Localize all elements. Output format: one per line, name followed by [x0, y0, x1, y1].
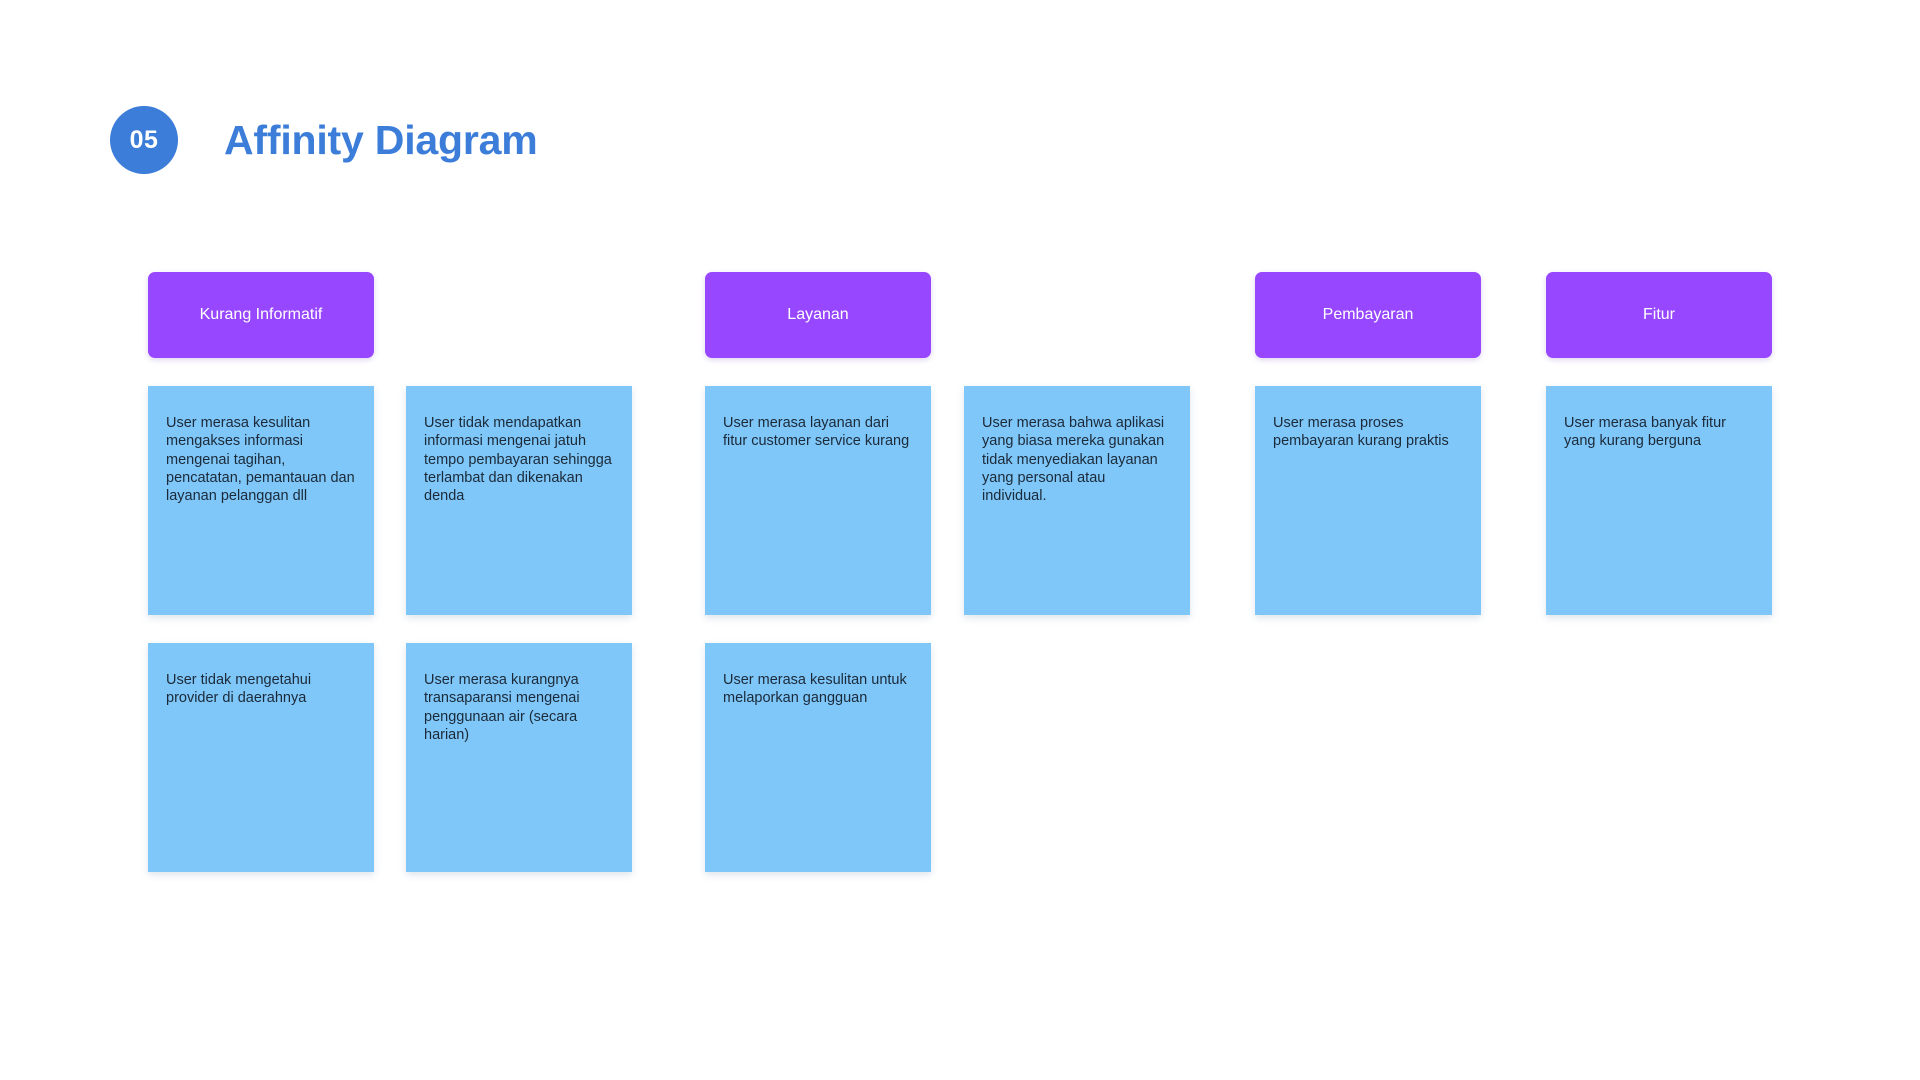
category-header-layanan[interactable]: Layanan [705, 272, 931, 358]
category-header-fitur[interactable]: Fitur [1546, 272, 1772, 358]
sticky-note-text: User tidak mengetahui provider di daerah… [166, 672, 312, 707]
category-header-pembayaran[interactable]: Pembayaran [1255, 272, 1481, 358]
sticky-note-text: User merasa kesulitan untuk melaporkan g… [723, 672, 907, 707]
sticky-note-text: User merasa layanan dari fitur customer … [723, 415, 910, 450]
category-header-label: Fitur [1643, 306, 1675, 323]
sticky-note-text: User merasa kurangnya transaparansi meng… [424, 672, 580, 743]
sticky-note[interactable]: User merasa banyak fitur yang kurang ber… [1546, 386, 1772, 615]
sticky-note[interactable]: User merasa kesulitan untuk melaporkan g… [705, 643, 931, 872]
sticky-note-text: User merasa proses pembayaran kurang pra… [1273, 415, 1449, 450]
sticky-note[interactable]: User merasa kesulitan mengakses informas… [148, 386, 374, 615]
sticky-note[interactable]: User tidak mendapatkan informasi mengena… [406, 386, 632, 615]
step-number-badge: 05 [110, 106, 178, 174]
sticky-note-text: User tidak mendapatkan informasi mengena… [424, 415, 612, 505]
sticky-note[interactable]: User merasa kurangnya transaparansi meng… [406, 643, 632, 872]
category-header-label: Layanan [787, 306, 849, 323]
sticky-note[interactable]: User tidak mengetahui provider di daerah… [148, 643, 374, 872]
sticky-note[interactable]: User merasa layanan dari fitur customer … [705, 386, 931, 615]
category-header-kurang-informatif[interactable]: Kurang Informatif [148, 272, 374, 358]
sticky-note-text: User merasa kesulitan mengakses informas… [166, 415, 355, 505]
sticky-note-text: User merasa banyak fitur yang kurang ber… [1564, 415, 1726, 450]
category-header-label: Pembayaran [1322, 306, 1414, 323]
sticky-note[interactable]: User merasa proses pembayaran kurang pra… [1255, 386, 1481, 615]
category-header-label: Kurang Informatif [199, 306, 323, 323]
sticky-note[interactable]: User merasa bahwa aplikasi yang biasa me… [964, 386, 1190, 615]
slide-header: 05 Affinity Diagram [110, 105, 538, 175]
page-title: Affinity Diagram [224, 116, 538, 163]
sticky-note-text: User merasa bahwa aplikasi yang biasa me… [982, 415, 1165, 505]
